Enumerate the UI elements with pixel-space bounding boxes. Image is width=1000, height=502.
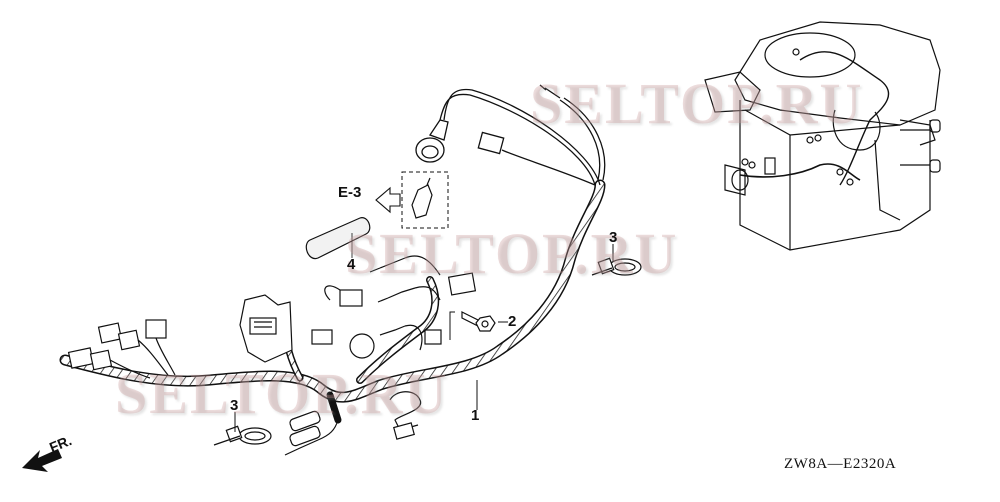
diagram-code: ZW8A—E2320A: [784, 456, 897, 472]
left-connectors: [67, 319, 176, 379]
leader-lines: [234, 244, 614, 432]
callout-1: 1: [471, 407, 480, 424]
reference-arrow-icon: [375, 186, 401, 214]
engine-illustration: [704, 21, 941, 251]
front-direction-arrow-icon: [22, 449, 62, 472]
callout-4: 4: [347, 256, 356, 273]
lower-sensors: [284, 391, 422, 456]
callout-3-upper: 3: [609, 229, 618, 246]
connector-block: [239, 294, 333, 363]
wire-harness-trunk: [59, 179, 606, 424]
e3-reference-box: [375, 171, 449, 229]
tube-part: [305, 217, 371, 260]
band-clip-upper: [591, 257, 642, 276]
bolt-part: [461, 311, 496, 332]
top-cable: [415, 84, 606, 186]
reference-label-e3: E-3: [338, 184, 362, 201]
sensor-leads: [324, 255, 477, 359]
callout-2: 2: [508, 313, 517, 330]
band-clip-lower: [213, 425, 272, 446]
callout-3-lower: 3: [230, 397, 239, 414]
